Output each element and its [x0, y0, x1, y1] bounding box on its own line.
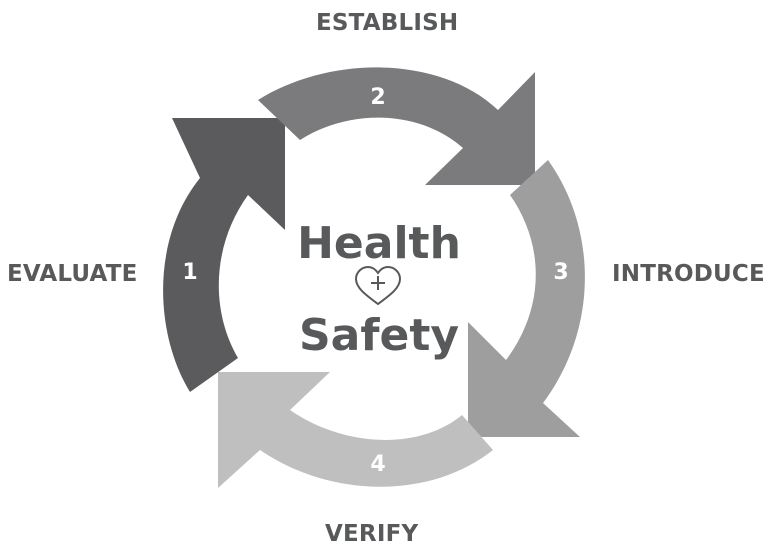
- arrow-step-2: [258, 67, 535, 185]
- center-title-safety: Safety: [298, 310, 460, 361]
- step-number-3: 3: [553, 260, 568, 285]
- arrow-step-1: [163, 118, 285, 392]
- arrow-step-4: [218, 372, 493, 488]
- step-label-establish: ESTABLISH: [316, 10, 459, 36]
- step-label-introduce: INTRODUCE: [612, 261, 765, 287]
- arrow-step-3: [468, 160, 585, 437]
- center-title-health: Health: [297, 218, 461, 269]
- step-label-verify: VERIFY: [325, 521, 419, 547]
- step-number-1: 1: [182, 260, 197, 285]
- step-number-2: 2: [370, 85, 385, 110]
- step-number-4: 4: [370, 452, 385, 477]
- step-label-evaluate: EVALUATE: [7, 261, 138, 287]
- heart-plus-icon: [354, 265, 402, 306]
